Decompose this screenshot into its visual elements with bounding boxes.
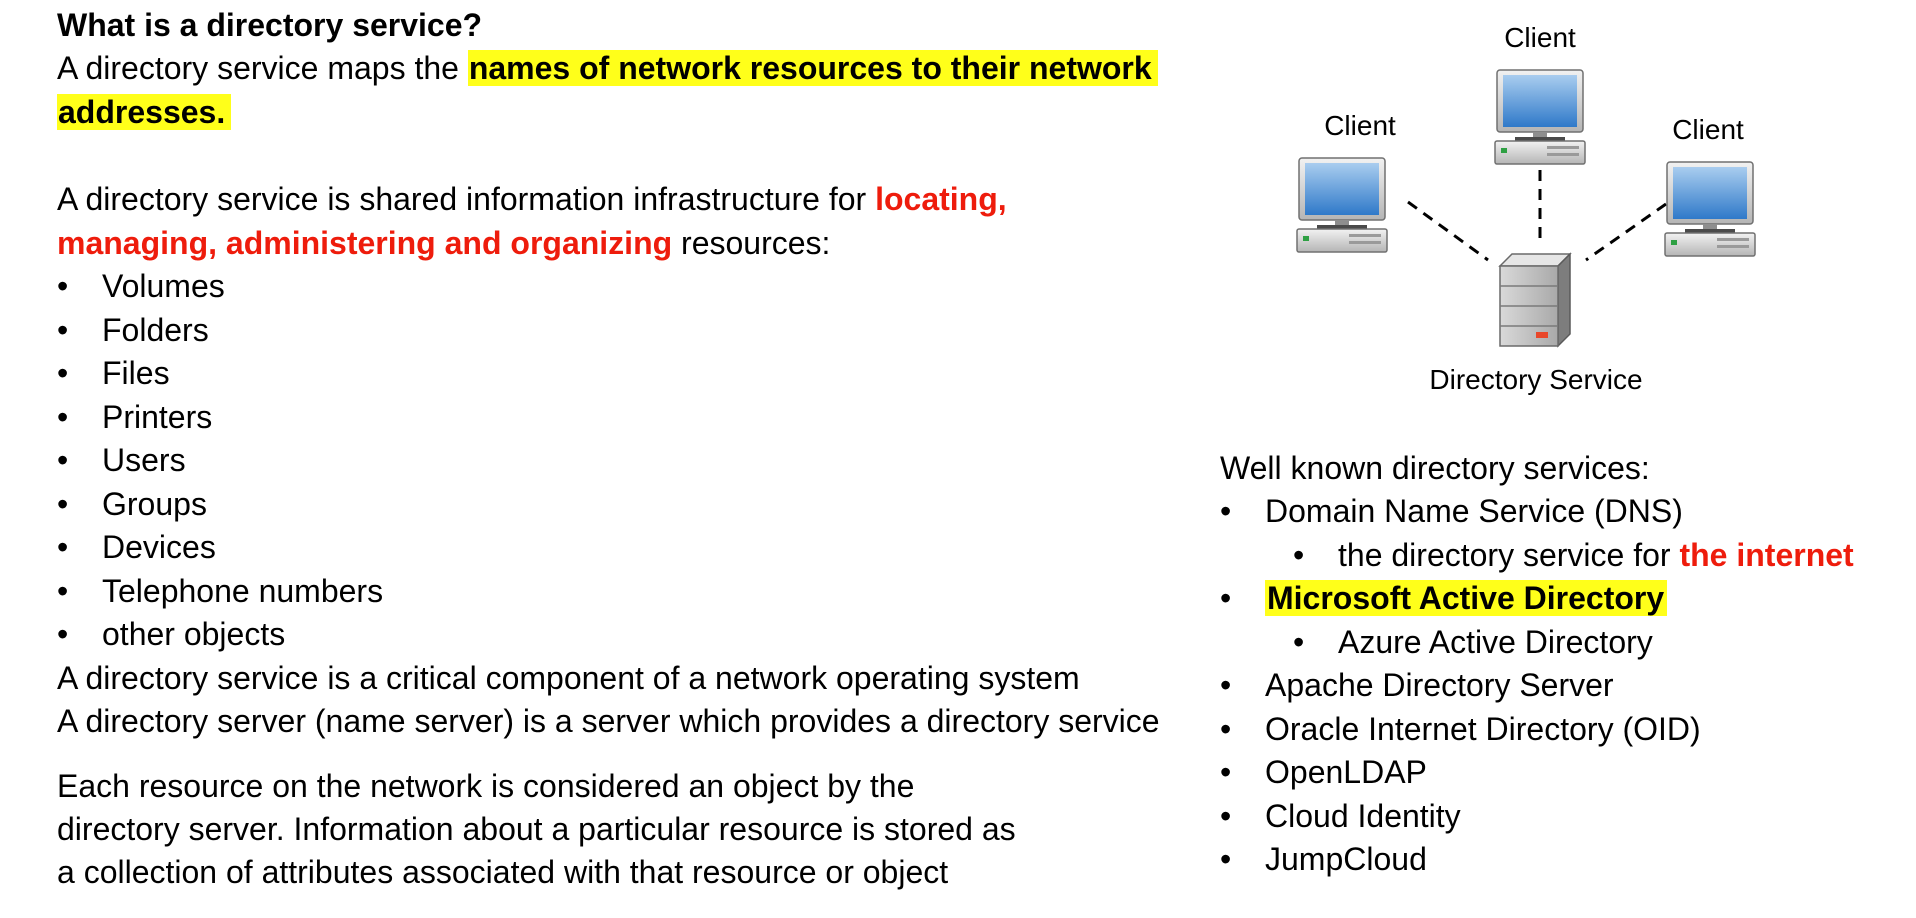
shared-line-1: A directory service is shared informatio… [57, 178, 1007, 222]
list-item: other objects [57, 613, 383, 657]
list-item: Files [57, 352, 383, 396]
server-icon [1498, 252, 1572, 348]
critical-text: A directory service is a critical compon… [57, 660, 1080, 696]
intro-highlight-2: addresses. [57, 94, 232, 130]
list-item: Telephone numbers [57, 570, 383, 614]
server-definition: A directory server (name server) is a se… [57, 703, 1160, 739]
ad-highlight: Microsoft Active Directory [1265, 580, 1668, 616]
object-line-3: a collection of attributes associated wi… [57, 854, 949, 890]
computer-icon [1494, 69, 1586, 165]
client-label-left: Client [1324, 110, 1396, 141]
object-line-2: directory server. Information about a pa… [57, 811, 1016, 847]
list-item-ad: Microsoft Active Directory [1220, 577, 1854, 621]
directory-service-label: Directory Service [1429, 364, 1643, 395]
list-item: Printers [57, 396, 383, 440]
intro-line-1: A directory service maps the names of ne… [57, 47, 1158, 91]
page-heading: What is a directory service? [57, 7, 483, 43]
shared-red-2: managing, administering and organizing [57, 225, 673, 261]
internet-emphasis: the internet [1679, 536, 1854, 573]
list-item: Volumes [57, 265, 383, 309]
well-known-heading: Well known directory services: [1220, 450, 1650, 486]
shared-red-1: locating, [875, 181, 1007, 217]
resource-list: Volumes Folders Files Printers Users Gro… [57, 265, 383, 657]
list-item-oracle: Oracle Internet Directory (OID) [1220, 708, 1854, 752]
list-subitem-dns: the directory service for the internet [1220, 534, 1854, 578]
list-item: Users [57, 439, 383, 483]
shared-tail: resources: [672, 225, 831, 261]
list-subitem-azure: Azure Active Directory [1220, 621, 1854, 665]
intro-line-2: addresses. [57, 91, 232, 135]
list-item-jumpcloud: JumpCloud [1220, 838, 1854, 882]
list-item-cloud-identity: Cloud Identity [1220, 795, 1854, 839]
client-label-right: Client [1672, 114, 1744, 145]
shared-line-2: managing, administering and organizing r… [57, 222, 830, 266]
list-item-dns: Domain Name Service (DNS) [1220, 490, 1854, 534]
list-item-apache: Apache Directory Server [1220, 664, 1854, 708]
network-diagram [1296, 69, 1756, 348]
object-line-1: Each resource on the network is consider… [57, 768, 915, 804]
computer-icon [1296, 157, 1388, 253]
connector-line-right [1585, 202, 1667, 262]
computer-icon [1664, 161, 1756, 257]
connector-line-left [1407, 200, 1489, 262]
services-list: Domain Name Service (DNS) the directory … [1220, 490, 1854, 882]
intro-highlight-1: names of network resources to their netw… [467, 50, 1158, 86]
list-item-openldap: OpenLDAP [1220, 751, 1854, 795]
list-item: Devices [57, 526, 383, 570]
shared-text: A directory service is shared informatio… [57, 181, 876, 217]
client-label-top: Client [1504, 22, 1576, 53]
intro-text: A directory service maps the [57, 50, 468, 86]
list-item: Folders [57, 309, 383, 353]
list-item: Groups [57, 483, 383, 527]
